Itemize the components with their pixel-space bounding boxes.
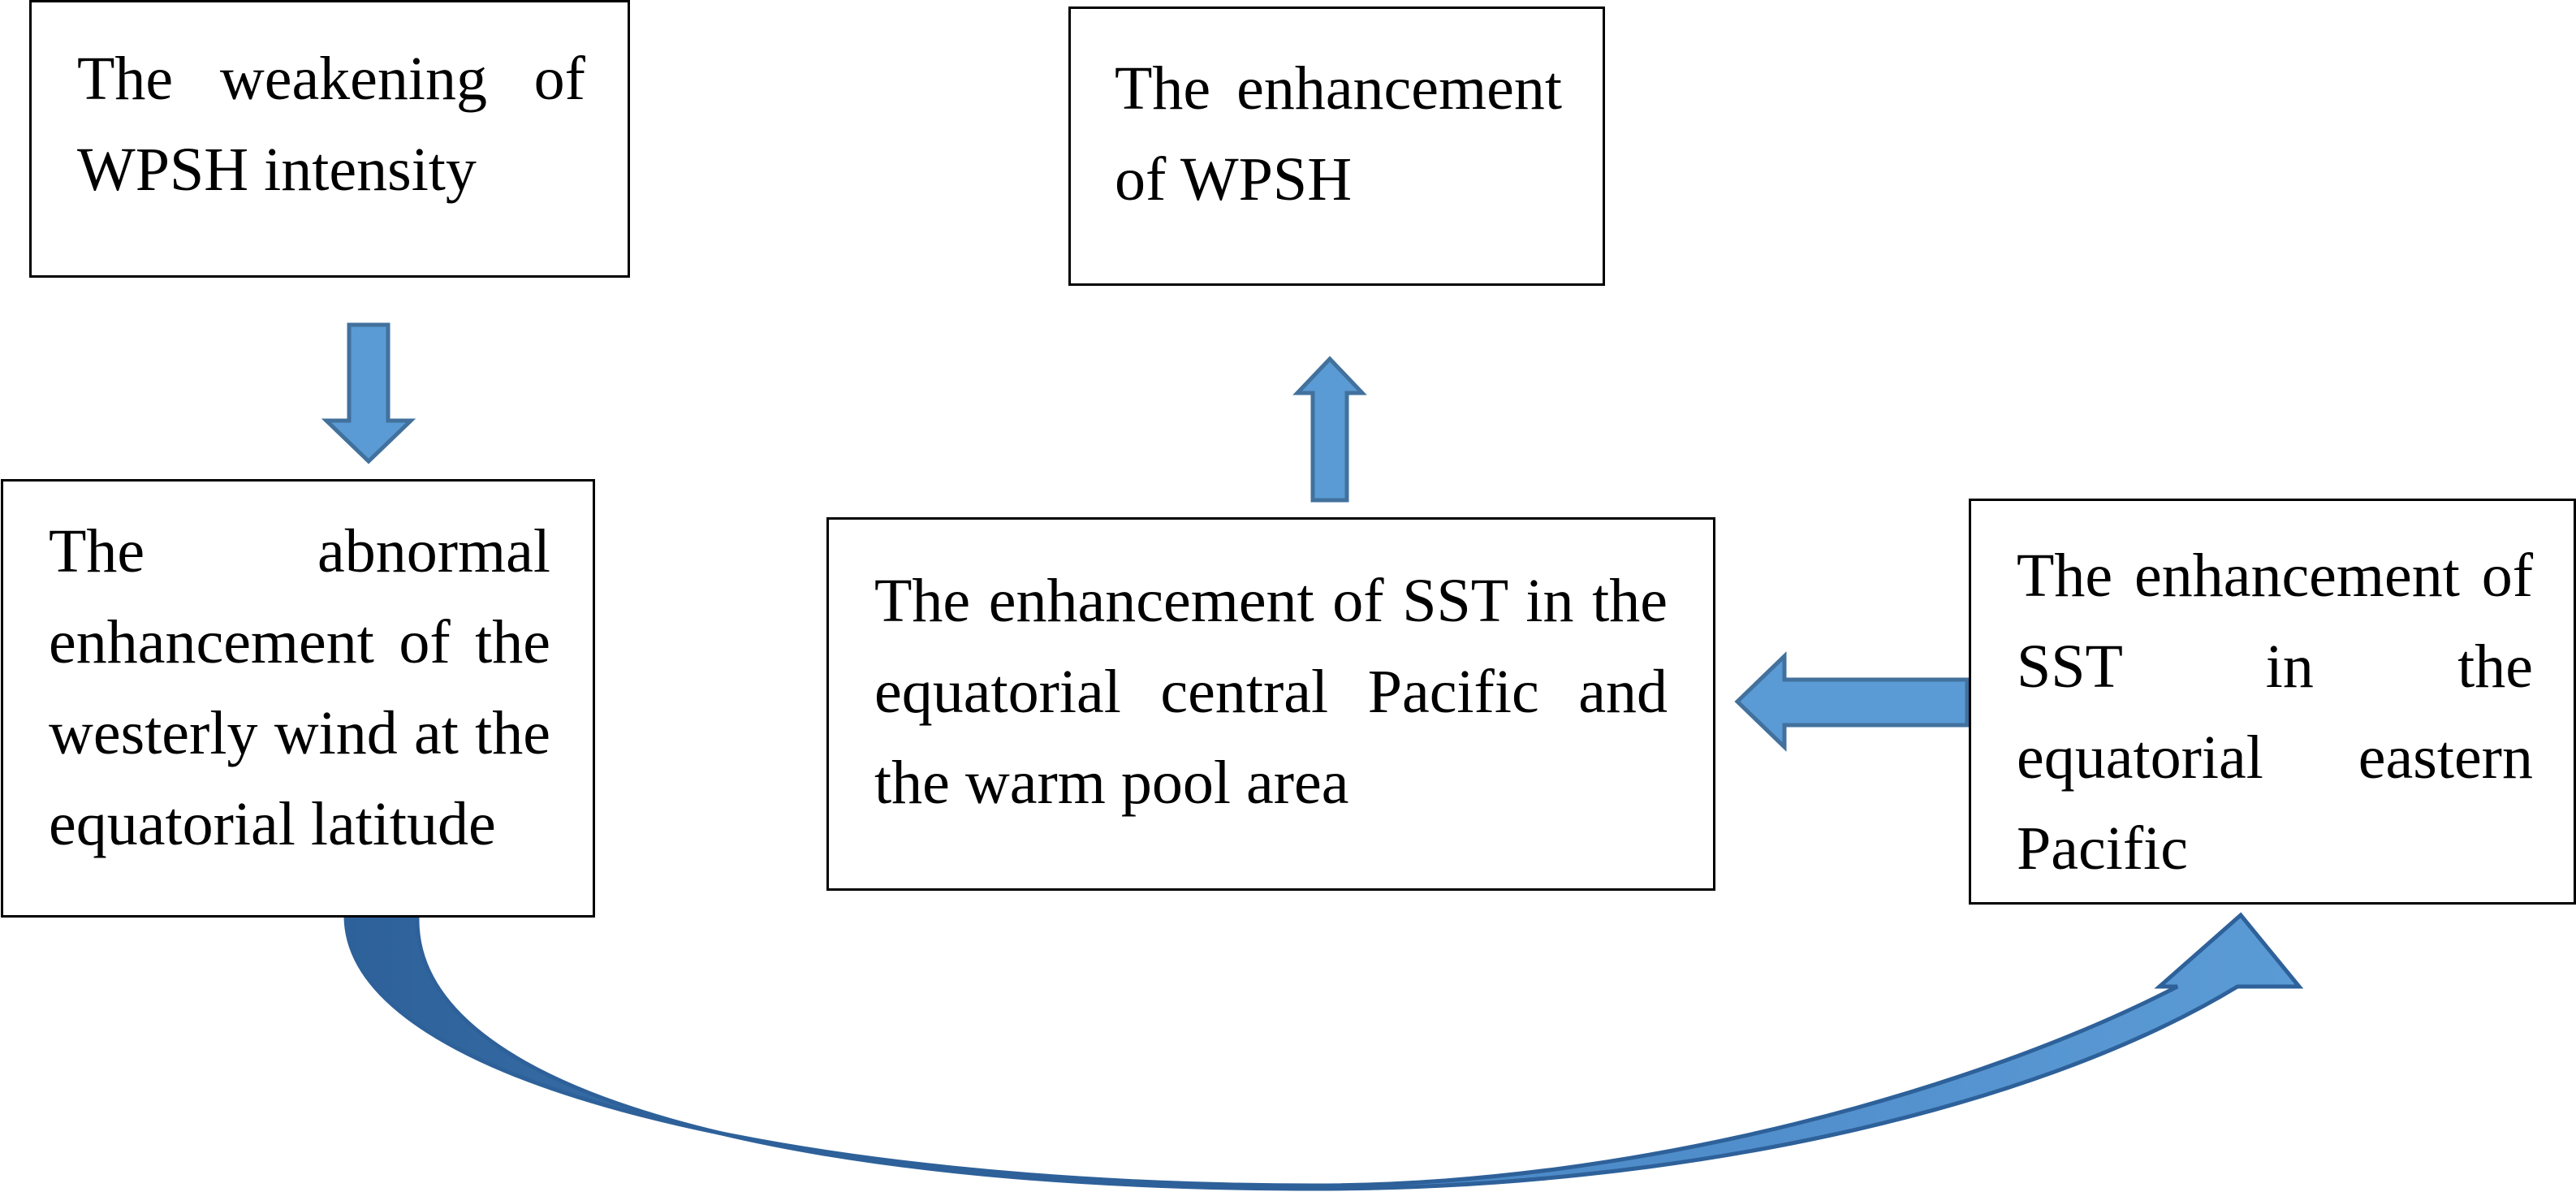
down-arrow-icon [321, 322, 416, 464]
sst-central-pacific-text: The enhancement of SST in the equatorial… [874, 567, 1668, 817]
weakening-wpsh-text: The weakening of WPSH intensity [77, 45, 585, 204]
westerly-wind-text: The abnormal enhancement of the westerly… [49, 517, 550, 858]
sst-eastern-pacific-text: The enhancement of SST in the equatorial… [2017, 542, 2533, 883]
left-arrow-icon [1734, 651, 1970, 752]
sst-eastern-pacific-box: The enhancement of SST in the equatorial… [1969, 499, 2576, 905]
westerly-wind-box: The abnormal enhancement of the westerly… [1, 479, 595, 918]
weakening-wpsh-box: The weakening of WPSH intensity [29, 0, 630, 278]
enhancement-wpsh-text: The enhancement of WPSH [1115, 54, 1562, 214]
sst-central-pacific-box: The enhancement of SST in the equatorial… [826, 517, 1715, 891]
up-arrow-icon [1292, 356, 1367, 503]
curved-arrow-icon [343, 912, 2304, 1191]
enhancement-wpsh-box: The enhancement of WPSH [1068, 6, 1605, 286]
